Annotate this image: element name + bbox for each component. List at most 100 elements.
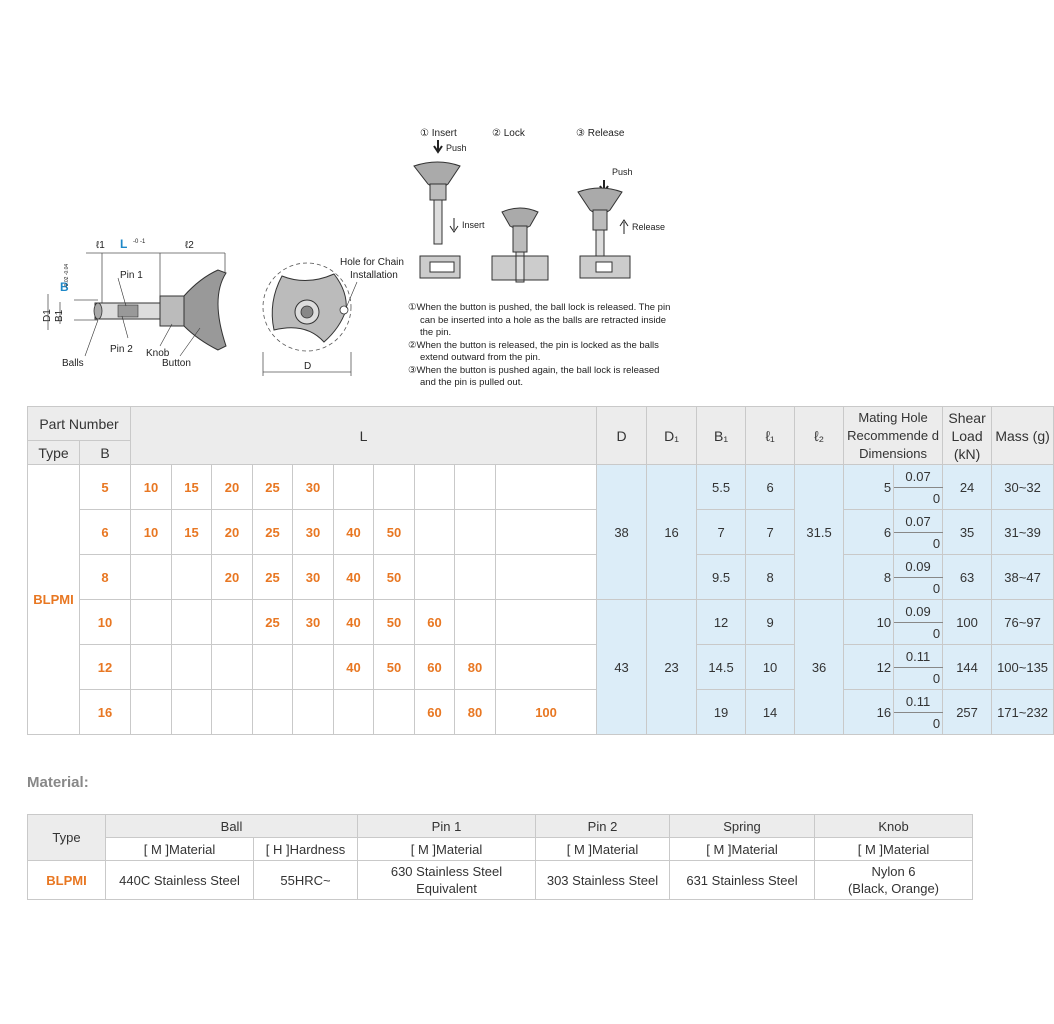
l-value: 25 bbox=[252, 464, 294, 510]
mat-header-knob: Knob bbox=[814, 814, 973, 838]
mating-hole-nominal: 6 bbox=[843, 509, 895, 555]
l-value bbox=[211, 689, 254, 735]
l-value bbox=[454, 599, 497, 645]
note-line: the pin. bbox=[420, 327, 452, 338]
mat-spring-material: 631 Stainless Steel bbox=[669, 860, 815, 900]
note-line: ③When the button is pushed again, the ba… bbox=[408, 364, 660, 376]
step-lock: ② Lock bbox=[492, 128, 526, 139]
b-value: 16 bbox=[78, 689, 132, 735]
l-value: 25 bbox=[252, 554, 294, 600]
b-value: 12 bbox=[78, 644, 132, 690]
mating-hole-nominal: 16 bbox=[843, 689, 895, 735]
dim-D: D bbox=[304, 361, 311, 372]
l-value: 10 bbox=[130, 464, 173, 510]
note-line: and the pin is pulled out. bbox=[420, 377, 523, 388]
header-part-number: Part Number bbox=[26, 406, 132, 441]
shear-value: 100 bbox=[942, 599, 993, 645]
l-value: 60 bbox=[414, 644, 456, 690]
dim-l1: ℓ1 bbox=[96, 240, 105, 251]
step-insert: ① Insert bbox=[420, 128, 457, 139]
l-value: 30 bbox=[292, 509, 335, 555]
header-B: B bbox=[78, 440, 132, 465]
mass-value: 171~232 bbox=[991, 689, 1054, 735]
b-value: 5 bbox=[78, 464, 132, 510]
dim-D1: D1 bbox=[42, 309, 53, 322]
b1-value: 5.5 bbox=[696, 464, 747, 510]
mass-value: 76~97 bbox=[991, 599, 1054, 645]
l-value: 30 bbox=[292, 599, 335, 645]
l-value bbox=[333, 689, 375, 735]
mat-knob-material: Nylon 6 (Black, Orange) bbox=[814, 860, 973, 900]
step1-push: Push bbox=[446, 143, 467, 153]
l-value bbox=[373, 464, 416, 510]
mating-hole-nominal: 5 bbox=[843, 464, 895, 510]
dim-L-tol: -0 -1 bbox=[133, 239, 146, 245]
mating-hole-upper-tol: 0.09 bbox=[893, 554, 944, 578]
b1-value: 7 bbox=[696, 509, 747, 555]
mating-hole-upper-tol: 0.11 bbox=[893, 689, 944, 713]
label-balls: Balls bbox=[62, 358, 84, 369]
l-value: 40 bbox=[333, 554, 375, 600]
note-line: ①When the button is pushed, the ball loc… bbox=[408, 302, 671, 313]
l1-value: 7 bbox=[745, 509, 796, 555]
mating-hole-nominal: 8 bbox=[843, 554, 895, 600]
mating-hole-lower-tol: 0 bbox=[893, 712, 944, 735]
mat-header-pin2: Pin 2 bbox=[535, 814, 670, 838]
mating-hole-upper-tol: 0.09 bbox=[893, 599, 944, 623]
l-value bbox=[130, 554, 173, 600]
shear-value: 144 bbox=[942, 644, 993, 690]
l-value: 60 bbox=[414, 599, 456, 645]
l-value: 40 bbox=[333, 599, 375, 645]
shear-value: 35 bbox=[942, 509, 993, 555]
b-value: 10 bbox=[78, 599, 132, 645]
l-value bbox=[211, 644, 254, 690]
header-L: L bbox=[130, 406, 598, 465]
material-title: Material: bbox=[27, 774, 89, 791]
dim-L: L bbox=[120, 237, 127, 251]
l1-value: 6 bbox=[745, 464, 796, 510]
l-value bbox=[333, 464, 375, 510]
b-value: 8 bbox=[78, 554, 132, 600]
l1-value: 9 bbox=[745, 599, 796, 645]
l-value bbox=[414, 554, 456, 600]
l-value bbox=[252, 644, 294, 690]
l-value: 80 bbox=[454, 644, 497, 690]
b1-value: 12 bbox=[696, 599, 747, 645]
step3-push: Push bbox=[612, 167, 633, 177]
l-value bbox=[252, 689, 294, 735]
l-value bbox=[171, 644, 213, 690]
mass-value: 30~32 bbox=[991, 464, 1054, 510]
mat-knob-line: Nylon 6 bbox=[871, 864, 916, 879]
header-D: D bbox=[596, 406, 648, 465]
l-value: 30 bbox=[292, 554, 335, 600]
operation-notes: ①When the button is pushed, the ball loc… bbox=[408, 302, 670, 390]
l-value: 40 bbox=[333, 509, 375, 555]
l-value: 20 bbox=[211, 554, 254, 600]
mating-hole-lower-tol: 0 bbox=[893, 622, 944, 645]
l1-value: 8 bbox=[745, 554, 796, 600]
b1-value: 14.5 bbox=[696, 644, 747, 690]
l-value: 60 bbox=[414, 689, 456, 735]
b1-value: 9.5 bbox=[696, 554, 747, 600]
table-row-sub: 0 bbox=[28, 622, 1054, 645]
dim-B1: B1 bbox=[54, 309, 65, 322]
step3-release: Release bbox=[632, 222, 665, 232]
table-row-sub: 0 bbox=[28, 577, 1054, 600]
l-value: 50 bbox=[373, 599, 416, 645]
header-l2: ℓ₂ bbox=[794, 406, 845, 465]
mat-sub-material: [ M ]Material bbox=[105, 837, 254, 861]
mat-sub-material: [ M ]Material bbox=[357, 837, 536, 861]
header-shear-load: Shear Load (kN) bbox=[942, 406, 993, 465]
mass-value: 38~47 bbox=[991, 554, 1054, 600]
mating-hole-upper-tol: 0.07 bbox=[893, 509, 944, 533]
mat-knob-line: (Black, Orange) bbox=[847, 881, 940, 896]
d-value: 43 bbox=[596, 599, 648, 735]
header-type: Type bbox=[27, 440, 80, 465]
mat-header-ball: Ball bbox=[105, 814, 358, 838]
l-value bbox=[495, 644, 598, 690]
l-value: 40 bbox=[333, 644, 375, 690]
l-value: 10 bbox=[130, 509, 173, 555]
mating-hole-nominal: 12 bbox=[843, 644, 895, 690]
header-mating-hole: Mating Hole Recommende d Dimensions bbox=[843, 406, 944, 465]
